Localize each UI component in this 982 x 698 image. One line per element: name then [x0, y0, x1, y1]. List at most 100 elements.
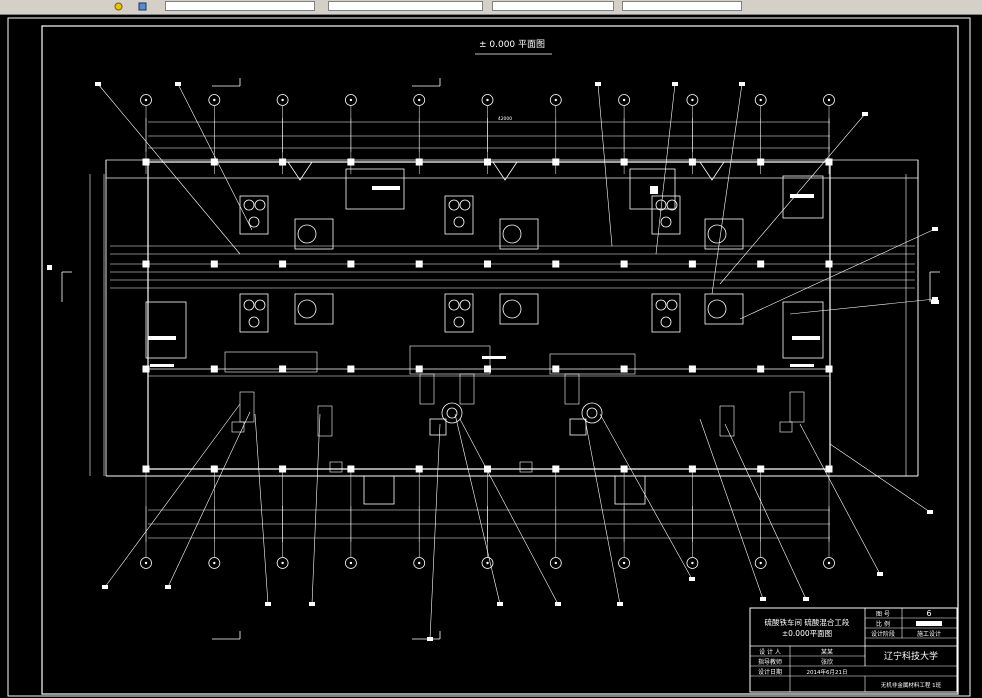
door-swing: [287, 161, 313, 181]
grid-axis-bubble-top: [208, 94, 221, 106]
equipment-circle: [254, 299, 266, 311]
leader-tag: [739, 82, 745, 86]
leader-tag: [760, 597, 766, 601]
drawing-frame: [41, 25, 959, 695]
room: [409, 345, 491, 375]
equipment-circle: [453, 316, 465, 328]
vessel: [317, 405, 333, 437]
grid-axis-bubble-top: [276, 94, 289, 106]
door-swing: [699, 161, 725, 181]
leader-line: [739, 228, 936, 320]
grid-axis-mark: [486, 561, 489, 565]
room: [345, 168, 405, 210]
grid-axis-mark: [622, 561, 626, 565]
linetype-dropdown[interactable]: [492, 1, 614, 11]
equipment-label-block: [790, 194, 814, 198]
floor-plan: 42000: [47, 78, 940, 641]
column: [210, 465, 218, 473]
column: [142, 158, 150, 166]
mixer-drum: [502, 299, 522, 319]
grid-axis-mark: [213, 98, 216, 102]
grid-axis-mark: [418, 98, 421, 102]
column: [757, 465, 765, 473]
equipment-circle: [660, 216, 672, 228]
leader-tag: [95, 82, 101, 86]
leader-tag: [803, 597, 809, 601]
equipment-circle: [448, 199, 460, 211]
leader-line: [599, 413, 693, 580]
grid-axis-mark: [144, 561, 148, 565]
column: [347, 465, 355, 473]
leader-tag: [932, 297, 938, 301]
leader-tag: [672, 82, 678, 86]
room: [549, 353, 636, 375]
drawing-canvas[interactable]: ± 0.000 平面图 42000 硫酸铁车间 硫酸混合工段 ±0.000平面图…: [0, 14, 982, 698]
room: [145, 301, 187, 359]
leader-tag: [689, 577, 695, 581]
equipment-label-block: [482, 356, 506, 359]
grid-axis-bubble-bottom: [481, 557, 494, 569]
column: [620, 465, 628, 473]
lineweight-dropdown[interactable]: [622, 1, 742, 11]
equipment-unit: [651, 293, 681, 333]
grid-axis-bubble-bottom: [140, 557, 152, 569]
leader-line: [655, 83, 676, 255]
entrance-step: [363, 475, 395, 505]
leader-tag: [102, 585, 108, 589]
vessel: [719, 405, 735, 437]
entrance-step: [614, 475, 646, 505]
grid-axis-bubble-top: [413, 94, 426, 106]
layer-settings-icon[interactable]: [138, 2, 147, 11]
room: [782, 175, 824, 219]
layer-state-icon[interactable]: [114, 2, 123, 11]
column: [757, 158, 765, 166]
scale-value-box: [916, 621, 942, 626]
column: [279, 158, 287, 166]
grid-axis-mark: [486, 98, 489, 102]
column: [825, 465, 833, 473]
vessel: [564, 373, 580, 405]
grid-axis-mark: [759, 98, 762, 102]
grid-axis-bubble-top: [549, 94, 562, 106]
vessel: [419, 373, 435, 405]
equipment-label-block: [150, 364, 174, 367]
column: [552, 465, 560, 473]
leader-line: [97, 83, 241, 255]
date-label: 设计日期: [758, 668, 782, 676]
grid-axis-bubble-bottom: [413, 557, 426, 569]
leader-line: [311, 413, 321, 605]
section-tag: [47, 265, 52, 270]
equipment-circle: [666, 199, 678, 211]
grid-axis-bubble-top: [481, 94, 494, 106]
equipment-circle: [666, 299, 678, 311]
grid-axis-mark: [554, 561, 557, 565]
drawing-no-label: 图 号: [876, 611, 890, 618]
equipment-circle: [243, 199, 255, 211]
mixer-drum: [297, 299, 317, 319]
sheet-border: [7, 17, 971, 697]
scale-label: 比 例: [876, 620, 890, 628]
vessel: [459, 373, 475, 405]
leader-tag: [877, 572, 883, 576]
layer-toolbar: [0, 0, 982, 15]
mixer-drum: [502, 224, 522, 244]
grid-axis-bubble-top: [686, 94, 699, 106]
project-name-line2: ±0.000平面图: [782, 629, 832, 638]
column: [484, 158, 491, 166]
layer-dropdown[interactable]: [165, 1, 315, 11]
equipment-circle: [248, 216, 260, 228]
column: [279, 465, 287, 473]
mixer-base: [499, 293, 539, 325]
total-dimension-text: 42000: [498, 116, 512, 122]
leader-line: [167, 411, 251, 588]
mixer-base: [704, 218, 744, 250]
leader-line: [104, 403, 241, 588]
grid-axis-mark: [281, 561, 284, 565]
color-dropdown[interactable]: [328, 1, 483, 11]
equipment-circle: [248, 316, 260, 328]
advisor-value: 张欣: [821, 658, 833, 666]
view-title: ± 0.000 平面图: [479, 39, 545, 50]
equipment-unit: [239, 195, 269, 235]
leader-tag: [265, 602, 271, 606]
equipment-circle: [459, 199, 471, 211]
